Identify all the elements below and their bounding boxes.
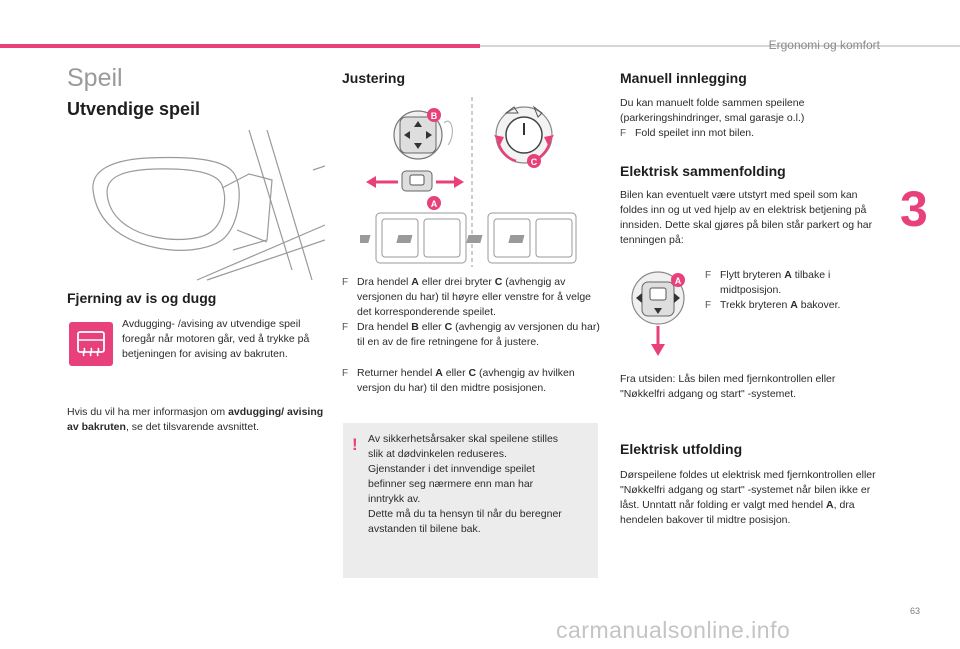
bullet-text: eller <box>418 321 445 333</box>
safety-warning-box <box>343 423 598 578</box>
bullet-text: (avhengig av versjonen du har) til en av… <box>357 321 600 348</box>
bullet-bold: A <box>435 367 443 379</box>
warning-line: Dette må du ta hensyn til når du beregne… <box>368 508 562 520</box>
more-info-bold-link: avdugging/ avising av bakruten <box>67 406 324 433</box>
section-heading-electric-unfolding: Elektrisk utfolding <box>620 441 743 457</box>
list-item: F Fold speilet inn mot bilen. <box>620 126 878 141</box>
electric-folding-text: Bilen kan eventuelt være utstyrt med spe… <box>620 189 873 246</box>
bullet-text: Trekk bryteren <box>720 299 791 311</box>
label-b: B <box>431 111 438 121</box>
exterior-mirror-illustration <box>92 130 325 281</box>
bullet-text: Fold speilet inn mot bilen. <box>635 127 755 139</box>
bullet-bold: C <box>444 321 453 333</box>
watermark: carmanualsonline.info <box>556 617 791 643</box>
bullet-bold: A <box>411 276 419 288</box>
page-number: 63 <box>910 606 921 616</box>
bullet-text: (avhengig av versjonen du har) til høyre… <box>357 276 592 318</box>
warning-line: avstanden til bilene bak. <box>368 523 481 535</box>
bullet-bold: C <box>494 276 503 288</box>
header-accent-bar <box>0 44 480 48</box>
label-a: A <box>431 199 438 209</box>
section-heading-electric-folding: Elektrisk sammenfolding <box>620 163 786 179</box>
chapter-name: Ergonomi og komfort <box>768 38 880 52</box>
label-c: C <box>531 157 538 167</box>
bullet-text: eller <box>442 367 469 379</box>
list-item: F Dra hendel A eller drei bryter C (avhe… <box>342 275 600 320</box>
mirror-adjustment-illustration: B A C <box>360 97 577 267</box>
label-a: A <box>675 276 682 286</box>
bullet-text: Flytt bryteren <box>720 269 785 281</box>
list-item: F Dra hendel B eller C (avhengig av vers… <box>342 320 600 350</box>
bullet-marker: F <box>705 300 712 311</box>
header-rule <box>480 45 960 47</box>
bullet-text: (avhengig av hvilken versjon du har) til… <box>357 367 575 394</box>
section-heading-exterior-mirrors: Utvendige speil <box>67 99 201 119</box>
bullet-marker: F <box>705 270 712 281</box>
defog-more-info: Hvis du vil ha mer informasjon om avdugg… <box>67 405 327 435</box>
warning-line: Gjenstander i det innvendige speilet <box>368 463 535 475</box>
bullet-marker: F <box>342 322 349 333</box>
manual-folding-text: Du kan manuelt folde sammen speilene (pa… <box>620 97 805 124</box>
bullet-text: tilbake i midtposisjon. <box>720 269 831 296</box>
bullet-text: eller drei bryter <box>418 276 495 288</box>
unfold-text-post: , dra hendelen bakover til midtre posisj… <box>620 499 855 526</box>
bullet-bold: C <box>468 367 477 379</box>
bullet-bold: B <box>411 321 419 333</box>
list-item: F Returner hendel A eller C (avhengig av… <box>342 366 600 396</box>
bullet-text: bakover. <box>797 299 841 311</box>
section-heading-defog: Fjerning av is og dugg <box>67 290 217 306</box>
safety-warning-text: Av sikkerhetsårsaker skal speilene still… <box>368 432 594 537</box>
rear-defog-icon <box>69 322 113 366</box>
bullet-bold: A <box>784 269 792 281</box>
chapter-number: 3 <box>900 181 928 237</box>
bullet-bold: A <box>790 299 798 311</box>
section-heading-manual-folding: Manuell innlegging <box>620 70 747 86</box>
list-item: F Flytt bryteren A tilbake i midtposisjo… <box>705 268 880 298</box>
more-info-text-pre: Hvis du vil ha mer informasjon om <box>67 406 229 418</box>
more-info-text-post: , se det tilsvarende avsnittet. <box>125 421 260 433</box>
unfold-bold: A <box>826 499 834 511</box>
warning-line: Av sikkerhetsårsaker skal speilene still… <box>368 433 559 445</box>
warning-icon: ! <box>352 435 358 454</box>
electric-unfolding-text: Dørspeilene foldes ut elektrisk med fjer… <box>620 468 878 528</box>
page-title: Speil <box>67 64 123 92</box>
bullet-marker: F <box>620 128 627 139</box>
bullet-marker: F <box>342 277 349 288</box>
bullet-text: Returner hendel <box>357 367 436 379</box>
list-item: F Trekk bryteren A bakover. <box>705 298 880 313</box>
unfold-text-pre: Dørspeilene foldes ut elektrisk med fjer… <box>620 469 876 511</box>
bullet-marker: F <box>342 368 349 379</box>
outside-lock-text: Fra utsiden: Lås bilen med fjernkontroll… <box>620 373 836 400</box>
section-heading-adjustment: Justering <box>342 70 406 86</box>
defog-description: Avdugging- /avising av utvendige speil f… <box>122 318 310 360</box>
bullet-text: Dra hendel <box>357 276 412 288</box>
fold-switch-illustration: A <box>631 271 685 356</box>
bullet-text: Dra hendel <box>357 321 412 333</box>
warning-line: slik at dødvinkelen reduseres. <box>368 448 507 460</box>
warning-line: inntrykk av. <box>368 493 421 505</box>
warning-line: befinner seg nærmere enn man har <box>368 478 534 490</box>
